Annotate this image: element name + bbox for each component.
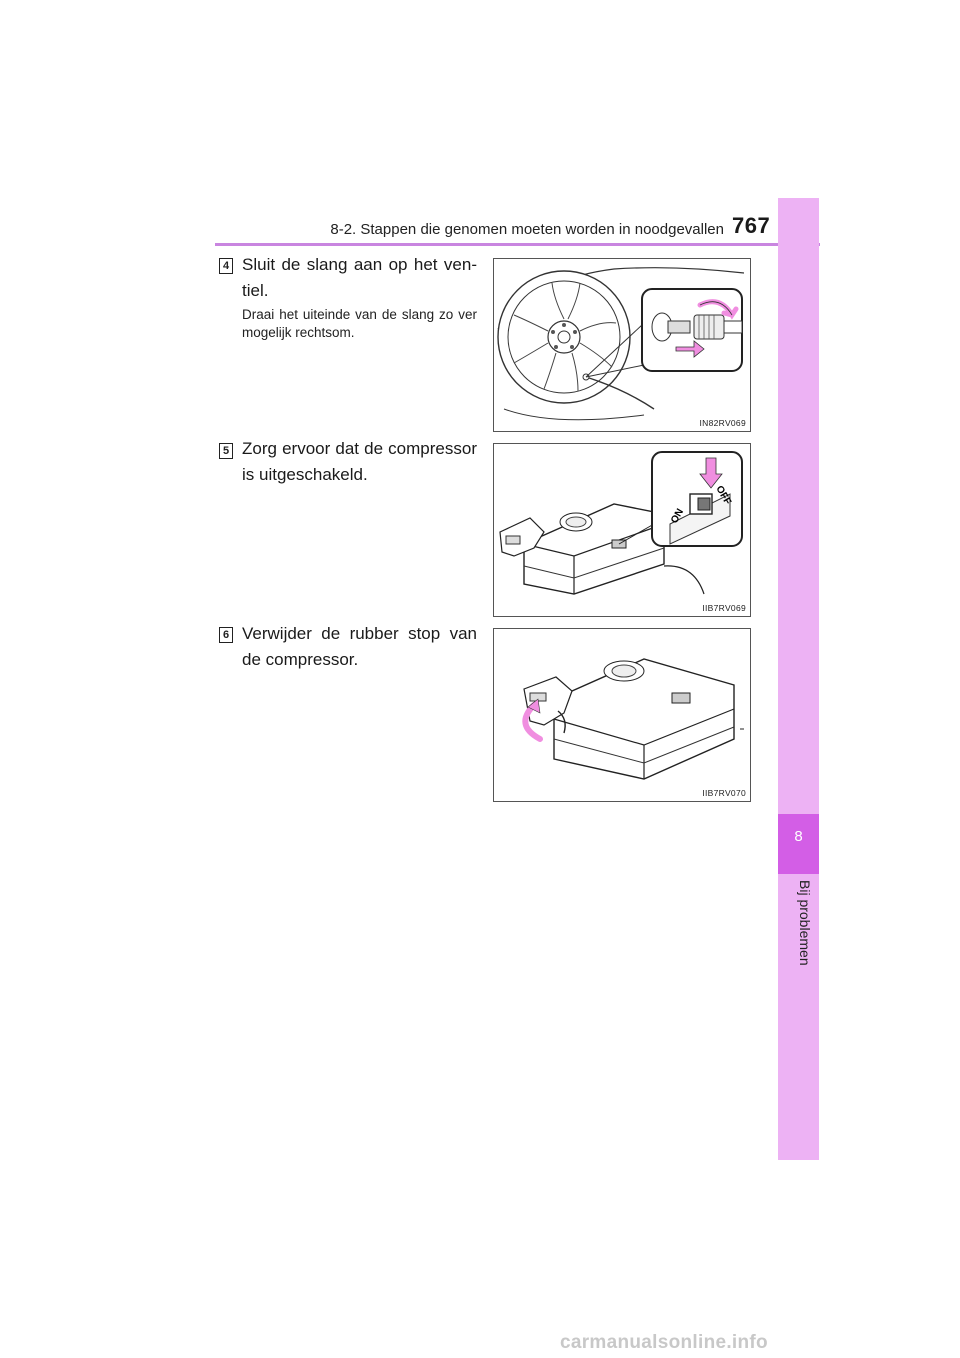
figure-code: IIB7RV070: [702, 788, 746, 798]
step-4-instruction: Sluit de slang aan op het ven-tiel.: [242, 255, 477, 300]
figure-compressor-off: ON OFF IIB7RV069: [493, 443, 751, 617]
chapter-number: 8: [794, 828, 803, 845]
compressor-switch-illustration: ON OFF: [499, 451, 743, 595]
wheel-valve-illustration: [497, 267, 745, 421]
figure-code: IIB7RV069: [702, 603, 746, 613]
step-number-4: 4: [219, 258, 233, 274]
step-6-instruction: Verwijder de rubber stop van de compress…: [242, 624, 477, 669]
step-number-6: 6: [219, 627, 233, 643]
compressor-stop-illustration: [522, 658, 744, 780]
chapter-label: Bij problemen: [797, 880, 813, 966]
chapter-side-tab: [778, 198, 819, 1160]
step-4-detail: Draai het uiteinde van de slang zo ver m…: [242, 307, 477, 340]
step-number-5: 5: [219, 443, 233, 459]
watermark: carmanualsonline.info: [560, 1332, 768, 1353]
section-title: 8-2. Stappen die genomen moeten worden i…: [330, 221, 724, 238]
figure-remove-rubber-stop: IIB7RV070: [493, 628, 751, 802]
header-divider: [215, 243, 820, 246]
figure-hose-to-valve: IN82RV069: [493, 258, 751, 432]
page-number: 767: [732, 213, 771, 238]
figure-code: IN82RV069: [699, 418, 746, 428]
step-5-instruction: Zorg ervoor dat de compressor is uitgesc…: [242, 439, 477, 484]
chapter-tab-active[interactable]: [778, 814, 819, 874]
